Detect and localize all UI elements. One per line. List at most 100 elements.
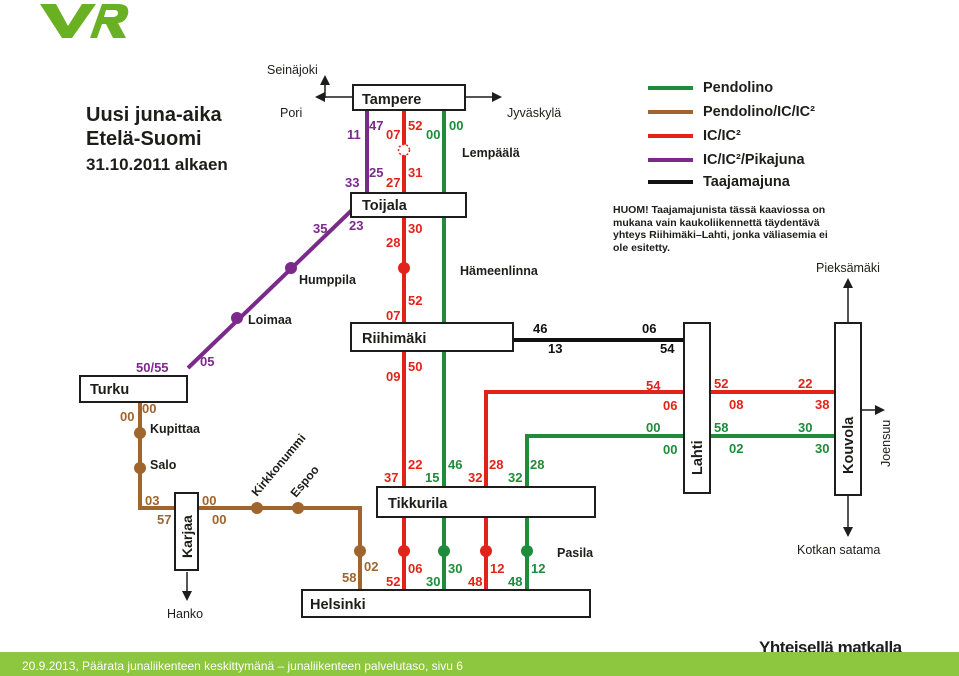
station-name-toijala: Toijala bbox=[362, 198, 408, 214]
time-label: 28 bbox=[489, 457, 503, 472]
station-box-riihimaki bbox=[350, 322, 514, 352]
legend-swatch bbox=[648, 86, 693, 90]
place-espoo: Espoo bbox=[288, 463, 322, 500]
place-lempaala: Lempäälä bbox=[462, 146, 520, 160]
stop-pasila-red-1 bbox=[398, 545, 410, 557]
time-label: 15 bbox=[425, 470, 439, 485]
time-label: 58 bbox=[342, 570, 356, 585]
time-label: 54 bbox=[646, 378, 661, 393]
time-label: 06 bbox=[642, 321, 656, 336]
place-hanko: Hanko bbox=[167, 607, 203, 621]
station-name-kouvola: Kouvola bbox=[841, 416, 857, 474]
time-label: 08 bbox=[729, 397, 743, 412]
time-label: 00 bbox=[646, 420, 660, 435]
time-label: 09 bbox=[386, 369, 400, 384]
place-pori: Pori bbox=[280, 106, 302, 120]
time-label: 07 bbox=[386, 127, 400, 142]
time-label: 05 bbox=[200, 354, 214, 369]
time-label: 48 bbox=[508, 574, 522, 589]
stop-loimaa bbox=[231, 312, 243, 324]
time-label: 30 bbox=[426, 574, 440, 589]
stop-kirkkonummi bbox=[251, 502, 263, 514]
time-label: 37 bbox=[384, 470, 398, 485]
time-label: 54 bbox=[660, 341, 675, 356]
stop-kupittaa bbox=[134, 427, 146, 439]
time-label: 46 bbox=[448, 457, 462, 472]
station-name-karjaa: Karjaa bbox=[179, 515, 195, 558]
time-label: 57 bbox=[157, 512, 171, 527]
title-line-3: 31.10.2011 alkaen bbox=[86, 155, 228, 174]
place-pieksamaki: Pieksämäki bbox=[816, 261, 880, 275]
station-name-helsinki: Helsinki bbox=[310, 597, 366, 613]
legend-label: Taajamajuna bbox=[703, 174, 790, 190]
line-green-lahti bbox=[525, 434, 835, 592]
station-box-karjaa bbox=[174, 492, 199, 571]
time-label: 06 bbox=[663, 398, 677, 413]
time-label: 23 bbox=[349, 218, 363, 233]
time-label: 48 bbox=[468, 574, 482, 589]
time-label: 07 bbox=[386, 308, 400, 323]
station-name-lahti: Lahti bbox=[690, 440, 706, 475]
legend-pendolino-ic: Pendolino/IC/IC² bbox=[648, 101, 815, 123]
line-purple bbox=[186, 110, 369, 370]
time-label: 00 bbox=[120, 409, 134, 424]
time-label: 58 bbox=[714, 420, 728, 435]
legend-label: Pendolino/IC/IC² bbox=[703, 104, 815, 120]
time-label: 28 bbox=[386, 235, 400, 250]
legend-ic: IC/IC² bbox=[648, 125, 741, 147]
place-humppila: Humppila bbox=[299, 273, 357, 287]
stop-hameenlinna bbox=[398, 262, 410, 274]
legend-ic-pikajuna: IC/IC²/Pikajuna bbox=[648, 149, 805, 171]
legend-pendolino: Pendolino bbox=[648, 77, 773, 99]
vr-logo bbox=[40, 4, 129, 38]
time-label: 02 bbox=[364, 559, 378, 574]
station-box-tikkurila bbox=[376, 486, 596, 518]
time-label: 31 bbox=[408, 165, 422, 180]
stop-pasila-red-2 bbox=[480, 545, 492, 557]
station-box-toijala bbox=[350, 192, 467, 218]
station-box-turku bbox=[79, 375, 188, 403]
time-label: 13 bbox=[548, 341, 562, 356]
time-label: 52 bbox=[408, 118, 422, 133]
time-label: 06 bbox=[408, 561, 422, 576]
time-label: 12 bbox=[531, 561, 545, 576]
stop-pasila-brown bbox=[354, 545, 366, 557]
stop-lempaala bbox=[397, 143, 411, 157]
time-label: 11 bbox=[347, 127, 361, 142]
legend-swatch bbox=[648, 110, 693, 114]
time-label: 33 bbox=[345, 175, 359, 190]
note-text: HUOM! Taajamajunista tässä kaaviossa on … bbox=[613, 204, 828, 254]
time-label: 52 bbox=[408, 293, 422, 308]
time-label: 32 bbox=[508, 470, 522, 485]
place-seinajoki: Seinäjoki bbox=[267, 63, 318, 77]
time-label: 30 bbox=[448, 561, 462, 576]
legend-swatch bbox=[648, 134, 693, 138]
title-line-1: Uusi juna-aika bbox=[86, 104, 222, 126]
place-kupittaa: Kupittaa bbox=[150, 422, 201, 436]
time-label: 50 bbox=[408, 359, 422, 374]
time-label: 38 bbox=[815, 397, 829, 412]
place-joensuu: Joensuu bbox=[879, 420, 893, 467]
place-pasila: Pasila bbox=[557, 546, 594, 560]
time-label: 52 bbox=[714, 376, 728, 391]
time-label: 47 bbox=[369, 118, 383, 133]
time-label: 30 bbox=[798, 420, 812, 435]
station-box-lahti bbox=[683, 322, 711, 494]
time-label: 12 bbox=[490, 561, 504, 576]
station-name-turku: Turku bbox=[90, 382, 129, 398]
legend-swatch bbox=[648, 180, 693, 184]
time-label: 00 bbox=[426, 127, 440, 142]
time-label: 28 bbox=[530, 457, 544, 472]
stop-espoo bbox=[292, 502, 304, 514]
time-label: 32 bbox=[468, 470, 482, 485]
time-label: 02 bbox=[729, 441, 743, 456]
time-label: 27 bbox=[386, 175, 400, 190]
place-salo: Salo bbox=[150, 458, 177, 472]
time-label: 30 bbox=[815, 441, 829, 456]
time-label: 00 bbox=[202, 493, 216, 508]
station-name-tampere: Tampere bbox=[362, 92, 421, 108]
station-name-riihimaki: Riihimäki bbox=[362, 331, 426, 347]
legend-label: IC/IC²/Pikajuna bbox=[703, 152, 805, 168]
